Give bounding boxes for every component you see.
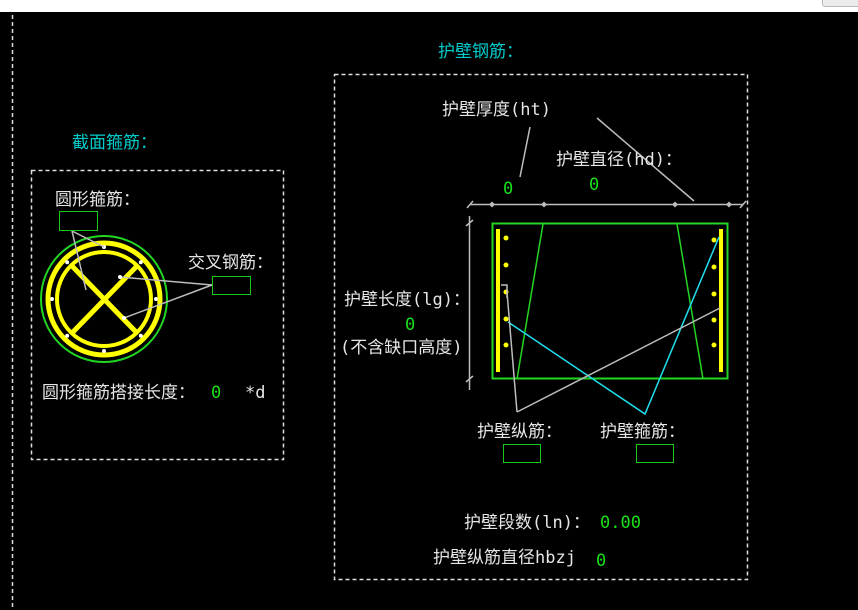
stirrup-joint-dot <box>138 333 143 338</box>
dimension-end-tick <box>465 375 474 383</box>
wall-length-value[interactable]: 0 <box>405 315 416 335</box>
dimension-end-tick <box>466 200 474 209</box>
longitudinal-bar-dot <box>711 291 717 297</box>
longitudinal-bar-dot <box>711 264 717 270</box>
longitudinal-diameter-label: 护壁纵筋直径hbzj <box>433 548 576 568</box>
wall-diameter-value[interactable]: 0 <box>589 175 600 195</box>
stirrup-joint-dot <box>65 260 70 265</box>
dimension-tick <box>672 201 678 208</box>
wall-stirrup-label: 护壁箍筋： <box>600 422 685 442</box>
circle-stirrup-label: 圆形箍筋： <box>55 190 140 210</box>
longitudinal-bar-dot <box>503 262 509 268</box>
dimension-end-tick <box>465 219 474 227</box>
cross-bar-leader <box>123 284 213 319</box>
longitudinal-diameter-value[interactable]: 0 <box>596 551 607 571</box>
top-right-button[interactable] <box>822 0 858 7</box>
wall-length-note: (不含缺口高度) <box>340 338 463 358</box>
longitudinal-bar-dot <box>711 342 717 348</box>
wall-thickness-value[interactable]: 0 <box>503 179 514 199</box>
segment-count-label: 护壁段数(ln)： <box>464 513 590 533</box>
dimension-tick <box>489 201 495 208</box>
stirrup-joint-dot <box>102 349 106 353</box>
wall-rebar-diagram <box>465 117 747 416</box>
stirrup-joint-dot <box>65 333 70 338</box>
wall-taper-left <box>516 223 544 380</box>
cross-bar-input[interactable] <box>212 276 251 295</box>
lap-length-value[interactable]: 0 <box>211 383 222 403</box>
stirrup-joint-dot <box>50 297 54 301</box>
wall-section-outline <box>491 222 729 380</box>
dimension-tick <box>726 201 732 208</box>
wall-thickness-label: 护壁厚度(ht) <box>442 100 551 120</box>
wall-taper-right <box>676 223 704 380</box>
dimension-end-tick <box>739 200 747 209</box>
circle-stirrup-leader <box>71 230 105 248</box>
stirrup-joint-dot <box>138 260 143 265</box>
longitudinal-bar-label: 护壁纵筋： <box>477 422 562 442</box>
longitudinal-bar-dot <box>711 237 717 243</box>
circle-stirrup-input[interactable] <box>59 211 98 231</box>
lap-length-unit: *d <box>245 383 266 403</box>
cross-bar-leader <box>119 276 213 286</box>
wall-stirrup-leader <box>507 236 720 416</box>
window-top-strip <box>0 0 858 12</box>
longitudinal-bar-dot <box>503 316 509 322</box>
pile-outline-circle <box>40 235 168 363</box>
circle-stirrup-leader <box>71 230 87 291</box>
circle-stirrup-diagram <box>40 230 213 363</box>
circle-stirrup-outer-ring <box>45 240 163 358</box>
longitudinal-bar-dot <box>711 317 717 323</box>
segment-count-value[interactable]: 0.00 <box>600 513 641 533</box>
circle-stirrup-inner-ring <box>55 250 153 348</box>
diameter-leader <box>596 117 695 202</box>
wall-stirrup-input[interactable] <box>636 444 674 463</box>
leader-end-dot <box>118 275 122 279</box>
thickness-leader <box>519 126 531 178</box>
section-stirrup-frame <box>30 169 285 461</box>
wall-diameter-label: 护壁直径(hd)： <box>556 150 682 170</box>
wall-rebar-title: 护壁钢筋： <box>438 42 523 62</box>
longitudinal-bar-left <box>496 229 500 372</box>
longitudinal-bar-leader <box>506 291 518 413</box>
leader-end-dot <box>122 316 126 320</box>
wall-rebar-frame <box>333 73 749 581</box>
wall-length-label: 护壁长度(lg)： <box>344 290 470 310</box>
longitudinal-bar-dot <box>503 235 509 241</box>
stirrup-joint-dot <box>154 297 158 301</box>
longitudinal-bar-dot <box>503 342 509 348</box>
dimension-tick <box>541 201 547 208</box>
longitudinal-bar-input[interactable] <box>503 444 541 463</box>
longitudinal-bar-leader <box>516 307 721 413</box>
lap-length-label: 圆形箍筋搭接长度： <box>42 383 195 403</box>
cross-bar-label: 交叉钢筋： <box>188 253 273 273</box>
longitudinal-bar-right <box>719 229 723 372</box>
section-stirrup-title: 截面箍筋： <box>72 133 157 153</box>
